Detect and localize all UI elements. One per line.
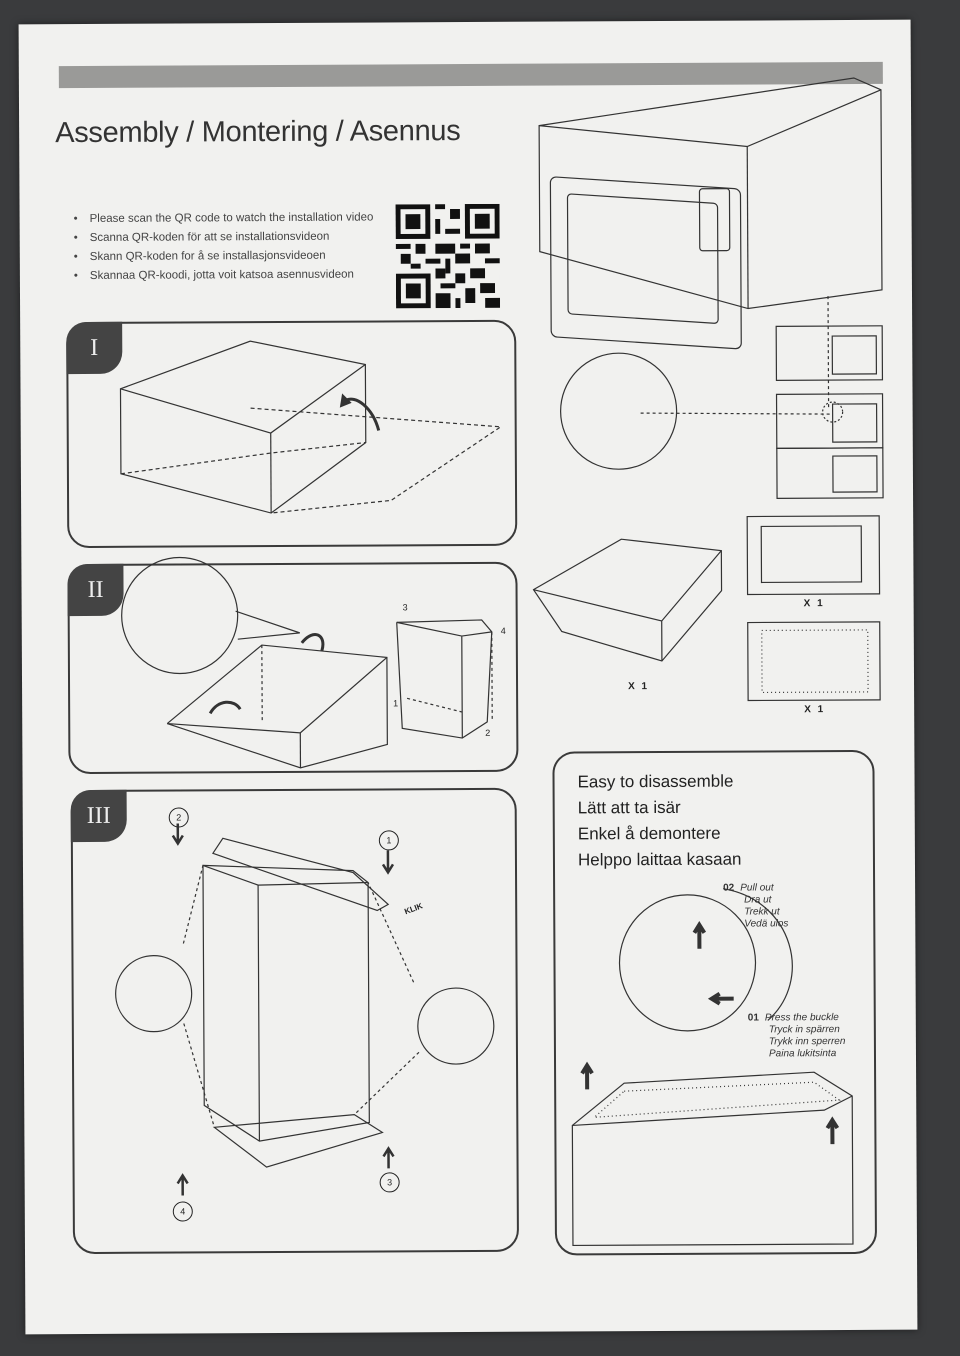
step-2-illustration	[121, 556, 493, 769]
drawer-box-illustration	[538, 77, 883, 350]
instruction-sheet: Assembly / Montering / Asennus Please sc…	[18, 19, 918, 1335]
illustrations	[115, 77, 884, 1247]
qr-code-icon[interactable]	[395, 203, 501, 309]
stacked-drawers-illustration	[560, 296, 884, 499]
disassemble-illustration	[571, 888, 854, 1247]
step-3-illustration	[115, 823, 495, 1196]
parts-illustration	[532, 515, 881, 702]
step-1-box-illustration	[119, 340, 503, 514]
